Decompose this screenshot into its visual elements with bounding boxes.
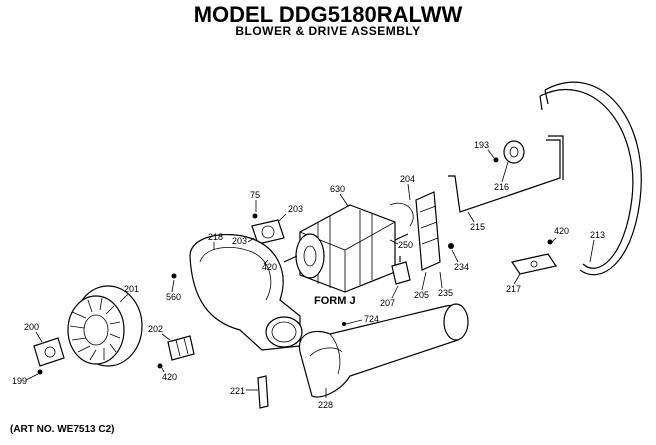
thermostat [33, 337, 65, 375]
blower-housing [171, 233, 303, 351]
callout-213: 213 [590, 230, 605, 240]
drive-motor [283, 202, 414, 293]
callout-234: 234 [454, 262, 469, 272]
model-title: MODEL DDG5180RALWW [193, 2, 463, 27]
callout-420-right: 420 [554, 226, 569, 236]
callout-218: 218 [208, 232, 223, 242]
callout-205: 205 [414, 290, 429, 300]
callout-200: 200 [24, 322, 39, 332]
callouts: 75 193 199 200 201 202 203 203 204 205 2… [12, 140, 605, 410]
motor-bracket [415, 191, 454, 271]
assembly-subtitle: BLOWER & DRIVE ASSEMBLY [235, 24, 421, 38]
exhaust-duct [298, 303, 469, 398]
form-j-label: FORM J [314, 295, 356, 307]
callout-724: 724 [364, 314, 379, 324]
callout-201: 201 [124, 284, 139, 294]
idler-arm [448, 135, 564, 213]
callout-207: 207 [380, 298, 395, 308]
callout-630: 630 [330, 184, 345, 194]
callout-420-left: 420 [262, 262, 277, 272]
duct-seal [257, 375, 269, 409]
callout-217: 217 [506, 284, 521, 294]
callout-203-upper: 203 [288, 204, 303, 214]
callout-193: 193 [474, 140, 489, 150]
callout-420-bottom: 420 [162, 372, 177, 382]
callout-221: 221 [230, 386, 245, 396]
callout-204: 204 [400, 174, 415, 184]
drum-belt [539, 81, 642, 276]
callout-250: 250 [398, 240, 413, 250]
idler-pulley [493, 140, 525, 164]
blower-wheel [67, 285, 143, 367]
blower-cover [251, 213, 285, 261]
callout-203-lower: 203 [232, 236, 247, 246]
callout-216: 216 [494, 182, 509, 192]
callout-199: 199 [12, 376, 27, 386]
callout-75: 75 [250, 190, 260, 200]
callout-560: 560 [166, 292, 181, 302]
motor-switch [391, 256, 411, 285]
callout-235: 235 [438, 288, 453, 298]
idler-bracket [511, 239, 557, 275]
callout-228: 228 [318, 400, 333, 410]
art-number: (ART NO. WE7513 C2) [10, 424, 115, 435]
callout-202: 202 [148, 324, 163, 334]
blower-clip [157, 335, 195, 369]
callout-215: 215 [470, 222, 485, 232]
